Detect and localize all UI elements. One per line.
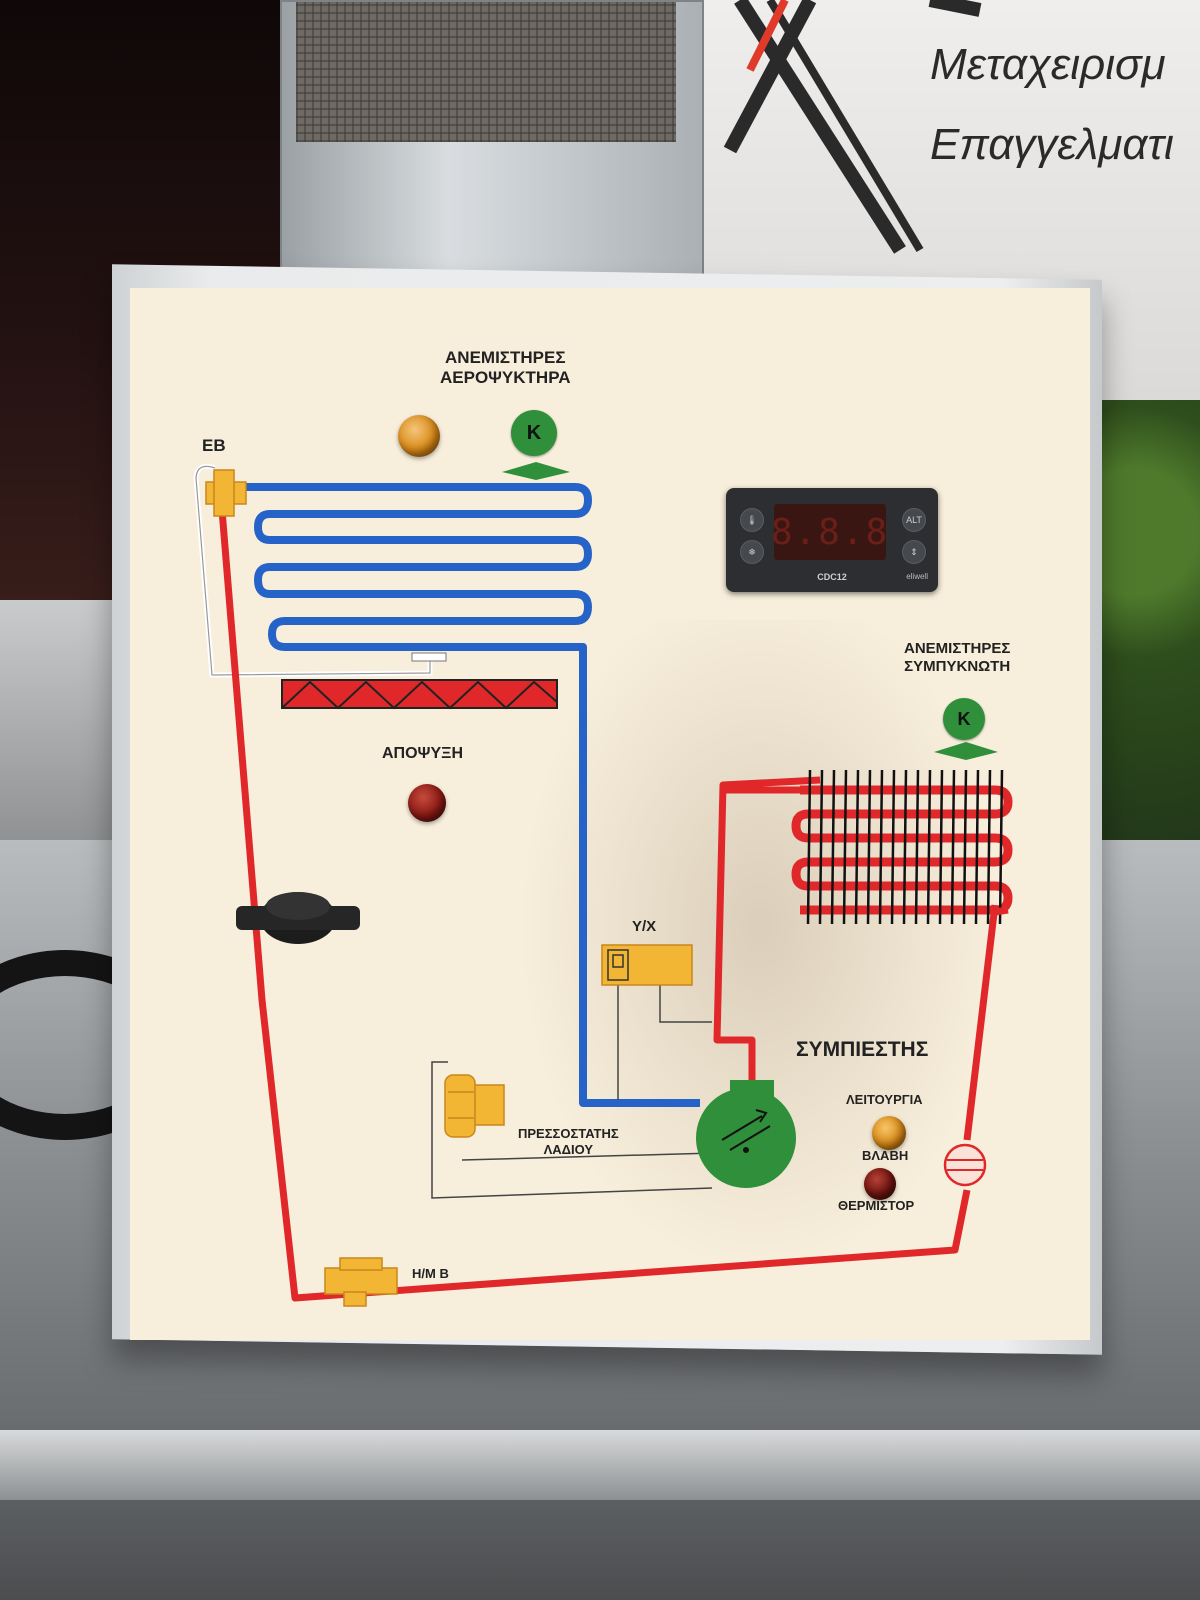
operation-lamp	[872, 1116, 906, 1150]
controller-model: CDC12	[817, 572, 847, 582]
condenser-fan-icon: K	[943, 698, 985, 740]
evaporator-coil	[240, 483, 700, 1107]
duct-mesh	[296, 2, 676, 142]
defrost-label: ΑΠΟΨΥΞΗ	[382, 745, 464, 762]
fault-lamp	[864, 1168, 896, 1200]
condenser-fans-label-line-2: ΣΥΜΠΥΚΝΩΤΗ	[904, 658, 1011, 675]
oil-pressostat	[444, 1074, 505, 1138]
evaporator-fan-lamp	[398, 415, 440, 457]
oil-pressostat-label-line-1: ΠΡΕΣΣΟΣΤΑΤΗΣ	[518, 1126, 619, 1141]
eb-label: EB	[202, 436, 226, 455]
oil-pressostat-label: ΠΡΕΣΣΟΣΤΑΤΗΣ ΛΑΔΙΟΥ	[518, 1126, 619, 1157]
compressor-label: ΣΥΜΠΙΕΣΤΗΣ	[796, 1038, 929, 1061]
main-switch-knob[interactable]	[236, 884, 360, 946]
yx-label: Y/X	[632, 918, 657, 935]
fault-label: ΒΛΑΒΗ	[862, 1148, 909, 1163]
pressure-switch-yx	[601, 944, 693, 986]
defrost-lamp	[408, 784, 446, 822]
controller-brand: eliwell	[906, 572, 928, 581]
table-edge	[0, 1430, 1200, 1500]
temperature-controller[interactable]: 🌡 ❄ 8.8.8 ALT ⇕ CDC12 eliwell	[726, 488, 938, 592]
hedge	[1090, 400, 1200, 840]
thermometer-icon[interactable]: 🌡	[740, 508, 764, 532]
condenser-coil	[723, 769, 1013, 925]
solenoid-label: Η/Μ Β	[412, 1266, 449, 1281]
solenoid-valve	[324, 1257, 398, 1307]
compressor-symbol	[696, 1080, 796, 1188]
thermistor-label: ΘΕΡΜΙΣΤΟΡ	[838, 1198, 915, 1213]
defrost-icon[interactable]: ❄	[740, 540, 764, 564]
controller-alt-button[interactable]: ALT	[902, 508, 926, 532]
thermistor-sight-glass	[943, 1143, 987, 1187]
controller-display: 8.8.8	[771, 504, 887, 560]
sign-text-line-1: Μεταχειρισμ	[930, 40, 1166, 89]
evaporator-fans-label-line-1: ΑΝΕΜΙΣΤΗΡΕΣ	[445, 348, 566, 367]
sign-text-line-2: Επαγγελματι	[930, 120, 1174, 169]
evaporator-fans-label: ΑΝΕΜΙΣΤΗΡΕΣ ΑΕΡΟΨΥΚΤΗΡΑ	[440, 348, 571, 389]
evaporator-fan-icon: K	[511, 410, 557, 456]
condenser-fans-label: ΑΝΕΜΙΣΤΗΡΕΣ ΣΥΜΠΥΚΝΩΤΗ	[904, 640, 1010, 676]
controller-updown-button[interactable]: ⇕	[902, 540, 926, 564]
condenser-fans-label-line-1: ΑΝΕΜΙΣΤΗΡΕΣ	[904, 640, 1011, 657]
sign-logo	[723, 0, 982, 254]
oil-pressostat-label-line-2: ΛΑΔΙΟΥ	[543, 1141, 594, 1157]
air-duct	[280, 0, 704, 284]
evaporator-fans-label-line-2: ΑΕΡΟΨΥΚΤΗΡΑ	[440, 368, 571, 388]
operation-label: ΛΕΙΤΟΥΡΓΙΑ	[846, 1092, 923, 1107]
